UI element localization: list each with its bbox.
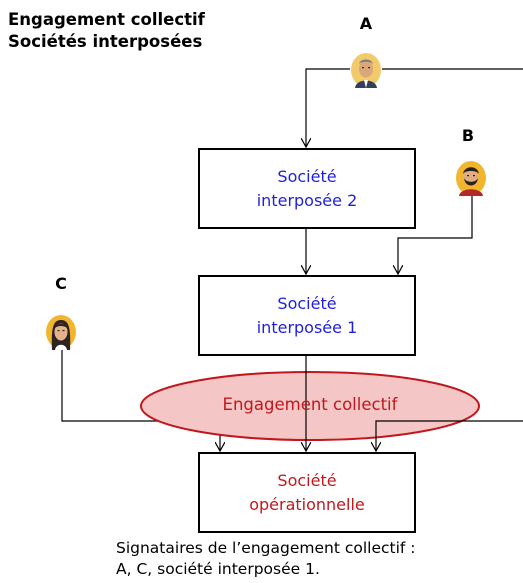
interposed-company-2-line-1: Société	[277, 166, 337, 186]
connector-b-to-interposed-1	[398, 196, 473, 273]
operational-company-line-2: opérationnelle	[249, 494, 365, 514]
person-c-label: C	[55, 274, 67, 293]
operational-company-line-1: Société	[277, 470, 337, 490]
interposed-company-1-line-2: interposée 1	[256, 317, 358, 337]
collective-commitment-label: Engagement collectif	[222, 395, 398, 414]
operational-company-box: Société opérationnelle	[198, 452, 416, 533]
person-a-label: A	[359, 14, 373, 33]
connector-right-to-operational	[376, 420, 523, 450]
diagram-title-line-1: Engagement collectif	[8, 10, 205, 29]
connector-a-to-interposed-2	[306, 68, 350, 146]
signatories-caption-line-1: Signataires de l’engagement collectif :	[116, 539, 416, 557]
interposed-company-2-box: Société interposée 2	[198, 148, 416, 229]
interposed-company-1-box: Société interposée 1	[198, 275, 416, 356]
diagram-title-line-2: Sociétés interposées	[8, 32, 203, 51]
signatories-caption: Signataires de l’engagement collectif : …	[116, 538, 416, 580]
interposed-company-1-line-1: Société	[277, 293, 337, 313]
person-c-avatar-icon	[46, 315, 76, 350]
person-a-avatar-icon	[351, 53, 381, 88]
signatories-caption-line-2: A, C, société interposée 1.	[116, 560, 320, 578]
person-b-avatar-icon	[456, 161, 486, 196]
person-b-label: B	[461, 126, 475, 145]
interposed-company-2-line-2: interposée 2	[256, 190, 358, 210]
collective-commitment-ellipse	[140, 371, 480, 441]
